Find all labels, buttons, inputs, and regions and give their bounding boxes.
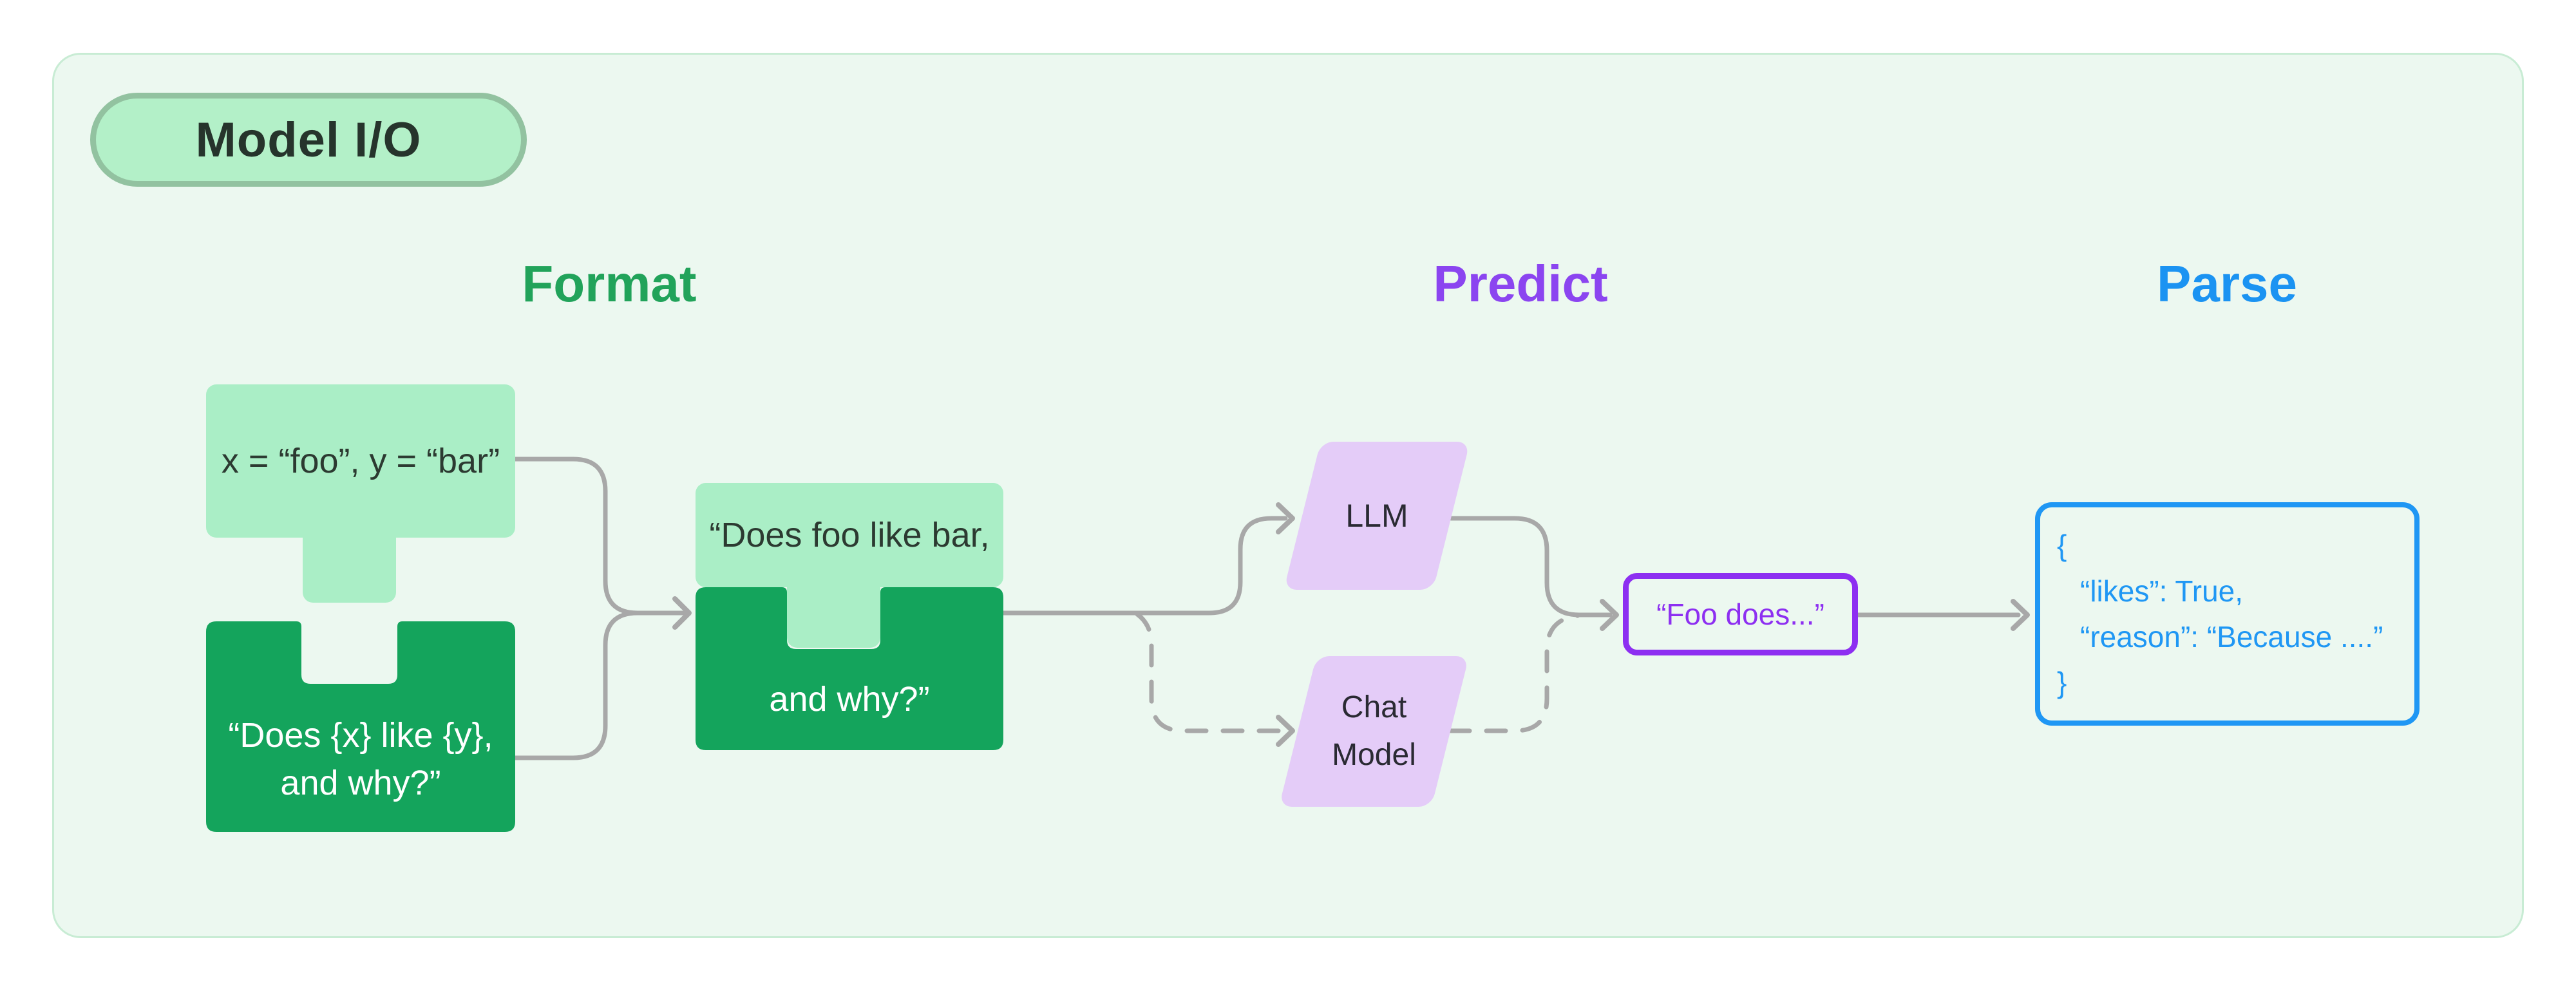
- parsed-json-line-close: }: [2057, 666, 2067, 699]
- completion-text: “Foo does...”: [1656, 598, 1824, 631]
- formatted-prompt-line2: and why?”: [769, 679, 930, 719]
- chat-model-label-line2: Model: [1332, 738, 1416, 772]
- chat-model-label-line1: Chat: [1341, 690, 1407, 724]
- input-values-text: x = “foo”, y = “bar”: [221, 442, 500, 480]
- connector-prompt-to-llm: [1001, 516, 1288, 616]
- arrowhead-into-prompt: [672, 596, 692, 630]
- model-io-badge: Model I/O: [90, 93, 527, 187]
- stage-heading-parse: Parse: [2157, 255, 2297, 312]
- connector-chat-model-to-completion: [1448, 613, 1580, 733]
- parsed-json-line-open: {: [2057, 529, 2067, 562]
- arrowhead-into-chat-model: [1276, 715, 1295, 747]
- prompt-template-line2: and why?”: [280, 763, 441, 802]
- prompt-template-line1: “Does {x} like {y},: [228, 715, 493, 755]
- connector-template-to-prompt: [513, 610, 687, 760]
- connector-llm-to-completion: [1448, 516, 1613, 617]
- formatted-prompt-top-block: [696, 483, 1003, 648]
- prompt-template-text: “Does {x} like {y}, and why?”: [206, 621, 515, 832]
- formatted-prompt-bottom-block: [696, 587, 1003, 750]
- input-values-block: [206, 384, 515, 603]
- chat-model-node-label: Chat Model: [1298, 656, 1450, 807]
- parsed-json-box: { “likes”: True, “reason”: “Because ....…: [2035, 502, 2420, 726]
- llm-node-label: LLM: [1345, 498, 1408, 534]
- parsed-json-line-likes: “likes”: True,: [2080, 574, 2244, 608]
- prompt-template-block: [206, 621, 515, 832]
- completion-box: “Foo does...”: [1623, 573, 1858, 655]
- model-io-badge-label: Model I/O: [195, 112, 422, 167]
- connector-prompt-to-chat-model: [1135, 612, 1283, 733]
- connector-values-to-prompt: [513, 457, 687, 616]
- formatted-prompt-line1: “Does foo like bar,: [709, 516, 990, 554]
- stage-heading-predict: Predict: [1433, 255, 1608, 312]
- stage-heading-format: Format: [522, 255, 697, 312]
- parsed-json-line-reason: “reason”: “Because ....”: [2080, 620, 2383, 654]
- arrowhead-into-llm: [1276, 502, 1295, 534]
- arrowhead-into-completion: [1600, 599, 1619, 631]
- arrowhead-into-parsed: [2011, 599, 2030, 631]
